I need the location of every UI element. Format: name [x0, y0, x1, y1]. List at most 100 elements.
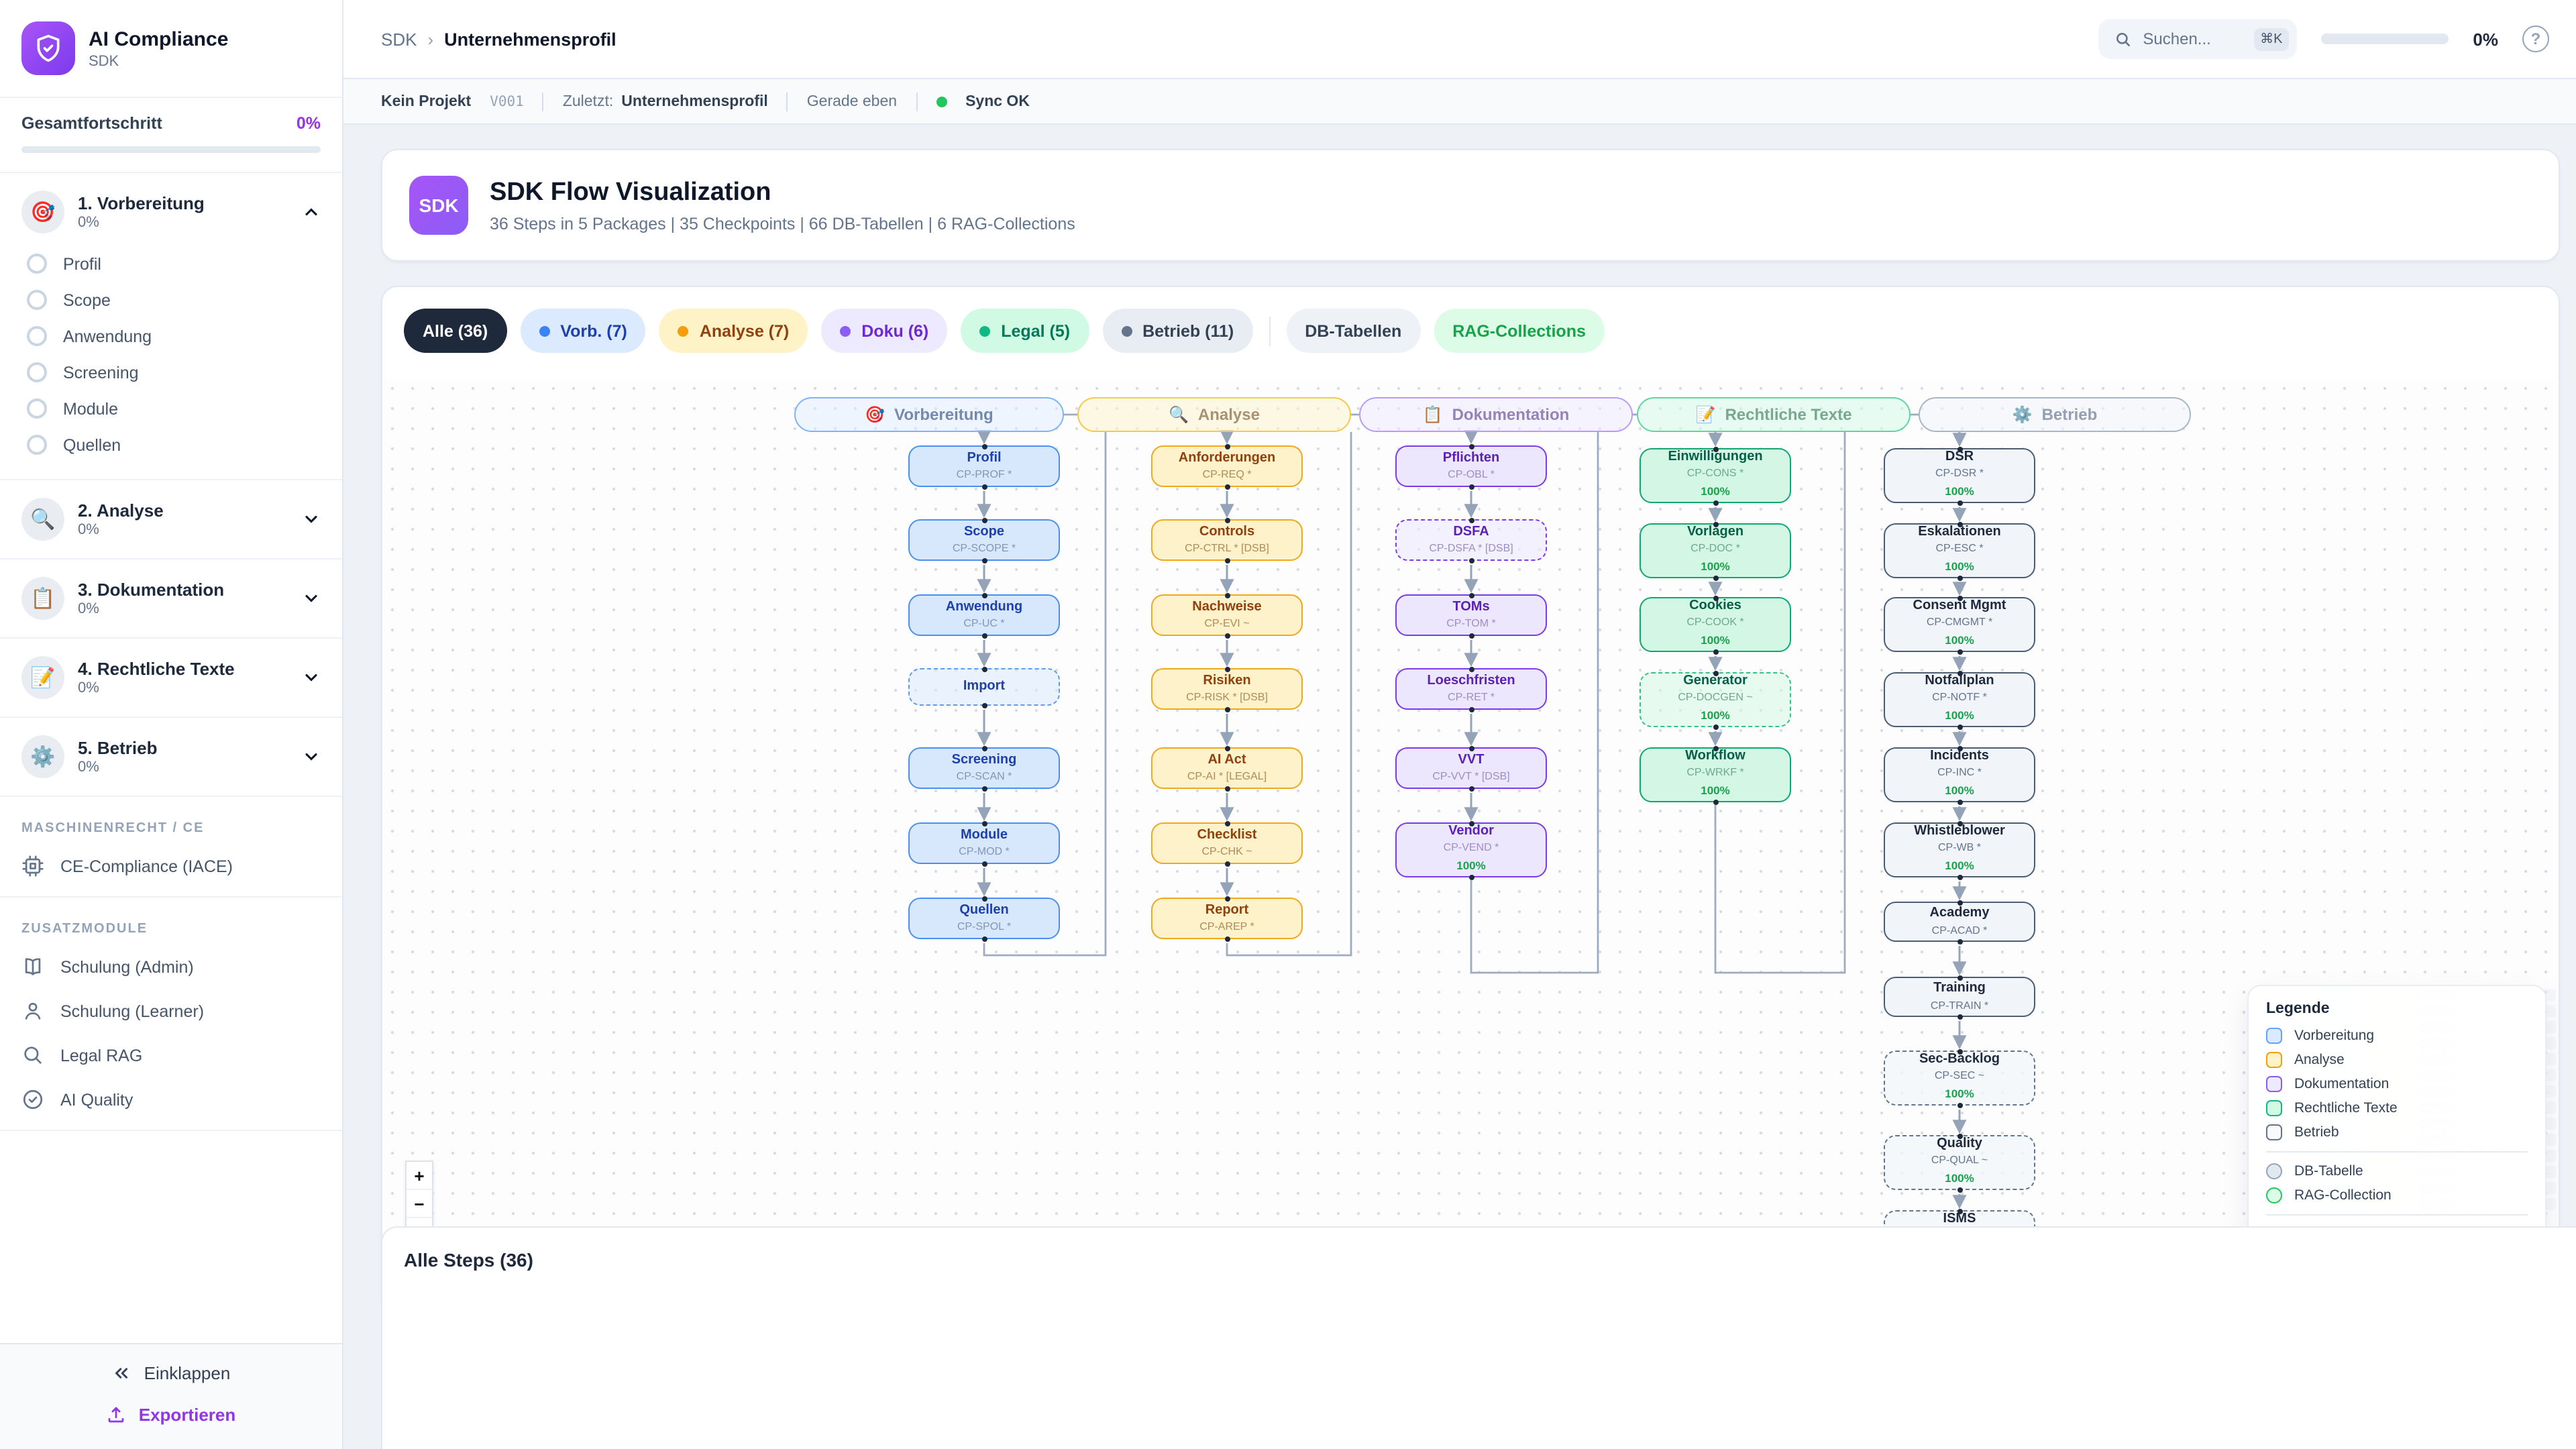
sidebar-item-module[interactable]: Module	[0, 390, 342, 427]
breadcrumb-root[interactable]: SDK	[381, 29, 417, 49]
filter-chip-rag[interactable]: RAG-Collections	[1434, 309, 1605, 353]
legend-label: DB-Tabelle	[2294, 1163, 2363, 1179]
filter-chip-label: Betrieb (11)	[1142, 321, 1234, 340]
node-progress-value: 100%	[1945, 559, 1974, 574]
filter-chip-betrieb[interactable]: Betrieb (11)	[1102, 309, 1253, 353]
filter-chip-vorb[interactable]: Vorb. (7)	[520, 309, 646, 353]
sidebar-item-schulung-admin-[interactable]: Schulung (Admin)	[0, 945, 342, 989]
sidebar-item-screening[interactable]: Screening	[0, 354, 342, 390]
filter-chip-db[interactable]: DB-Tabellen	[1286, 309, 1421, 353]
flow-node-import[interactable]: Import	[908, 666, 1060, 708]
column-header-emoji-icon: ⚙️	[2012, 405, 2033, 424]
sidebar-item-profil[interactable]: Profil	[0, 246, 342, 282]
legend-label: RAG-Collection	[2294, 1187, 2392, 1203]
divider	[786, 92, 788, 111]
help-icon[interactable]: ?	[2522, 25, 2549, 52]
column-header-doku[interactable]: 📋Dokumentation	[1359, 397, 1633, 432]
export-button[interactable]: Exportieren	[107, 1405, 235, 1425]
sidebar-item-quellen[interactable]: Quellen	[0, 427, 342, 463]
app-header: AI Compliance SDK	[0, 0, 342, 98]
node-title: Screening	[951, 752, 1017, 767]
sidebar-item-ce-compliance-iace-[interactable]: CE-Compliance (IACE)	[0, 844, 342, 888]
column-header-emoji-icon: 📝	[1695, 405, 1716, 424]
filter-chip-analyse[interactable]: Analyse (7)	[659, 309, 808, 353]
sdk-avatar: SDK	[409, 176, 468, 235]
filter-chip-all[interactable]: Alle (36)	[404, 309, 507, 353]
column-header-legal[interactable]: 📝 Rechtliche Texte	[1637, 397, 1911, 432]
sidebar-item-schulung-learner-[interactable]: Schulung (Learner)	[0, 989, 342, 1033]
divider	[542, 92, 544, 111]
filter-chip-doku[interactable]: Doku (6)	[821, 309, 948, 353]
node-title: DSFA	[1453, 524, 1489, 539]
section-emoji-icon: 🔍	[21, 498, 64, 541]
legend-square-icon	[2266, 1124, 2282, 1140]
column-header-betrieb[interactable]: ⚙️Betrieb	[1919, 397, 2191, 432]
column-header-analyse[interactable]: 🔍Analyse	[1077, 397, 1351, 432]
node-title: DSR	[1945, 449, 1974, 464]
all-steps-card: Alle Steps (36)	[381, 1226, 2576, 1449]
zoom-out-button[interactable]: −	[407, 1190, 432, 1218]
node-progress-value: 100%	[1701, 484, 1730, 498]
filter-chip-legal[interactable]: Legal (5)	[961, 309, 1089, 353]
node-code: CP-ACAD *	[1931, 924, 1988, 936]
sidebar-item-legal-rag[interactable]: Legal RAG	[0, 1033, 342, 1077]
sidebar-item-scope[interactable]: Scope	[0, 282, 342, 318]
sync-status-dot	[936, 96, 947, 107]
sidebar-item-label: Schulung (Learner)	[60, 1002, 205, 1020]
sidebar-item-anwendung[interactable]: Anwendung	[0, 318, 342, 354]
search-input[interactable]: Suchen... ⌘K	[2098, 19, 2298, 59]
node-title: Import	[963, 678, 1006, 694]
sidebar: AI Compliance SDK Gesamtfortschritt 0% 🎯…	[0, 0, 343, 1449]
column-header-title: Rechtliche Texte	[1725, 405, 1852, 424]
chip-dot-icon	[979, 325, 991, 336]
collapse-sidebar-button[interactable]: Einklappen	[112, 1363, 230, 1383]
node-code: CP-SCAN *	[956, 770, 1012, 783]
sidebar-item-ai-quality[interactable]: AI Quality	[0, 1077, 342, 1122]
legend-category: Vorbereitung	[2266, 1028, 2528, 1044]
column-header-vorb[interactable]: 🎯Vorbereitung	[794, 397, 1064, 432]
zoom-in-button[interactable]: +	[407, 1162, 432, 1190]
chip-dot-icon	[539, 325, 550, 336]
